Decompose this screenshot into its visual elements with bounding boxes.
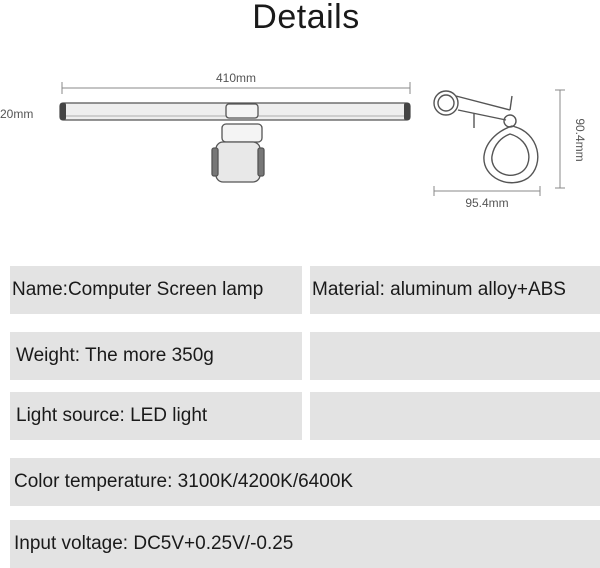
spec-weight: Weight: The more 350g [16,345,214,366]
lamp-clamp-side [433,90,539,184]
clamp-height-label: 90.4mm [573,118,587,161]
spec-material: Material: aluminum alloy+ABS [312,279,566,300]
page-title: Details [252,0,360,36]
spec-light-source-cell: Light source: LED light [10,392,302,440]
spec-input-voltage: Input voltage: DC5V+0.25V/-0.25 [14,533,294,554]
spec-light-source: Light source: LED light [16,405,208,426]
clamp-width-label: 95.4mm [465,196,508,210]
empty-spec-cell [310,392,600,440]
length-label: 410mm [216,71,256,85]
product-dimension-diagram: 410mm 20mm 95.4mm 90 [0,71,587,210]
height-label: 20mm [0,107,33,121]
lamp-clamp-front [211,103,265,183]
clamp-width-dimension [433,186,541,196]
spec-color-temperature-cell: Color temperature: 3100K/4200K/6400K [10,458,600,506]
empty-spec-cell [310,332,600,380]
spec-name-cell: Name:Computer Screen lamp [10,266,302,314]
spec-weight-cell: Weight: The more 350g [10,332,302,380]
spec-color-temperature: Color temperature: 3100K/4200K/6400K [14,471,354,492]
clamp-height-dimension [555,89,565,189]
length-dimension [61,82,411,94]
spec-name: Name:Computer Screen lamp [12,279,264,300]
spec-input-voltage-cell: Input voltage: DC5V+0.25V/-0.25 [10,520,600,568]
spec-material-cell: Material: aluminum alloy+ABS [310,266,600,314]
